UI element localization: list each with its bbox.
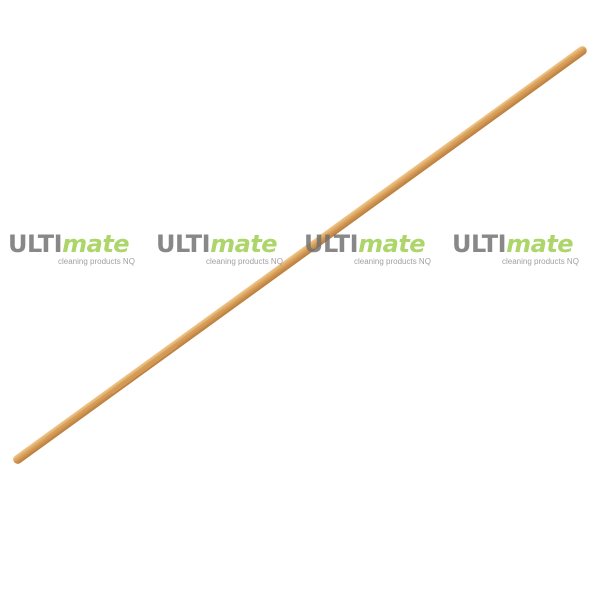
watermark-tagline: cleaning products NQ <box>58 257 135 266</box>
watermark-brand-mate: mate <box>358 230 426 258</box>
watermark-brand-ulti: ULTI <box>8 230 63 258</box>
watermark-brand: ULTImate <box>304 230 426 258</box>
watermark-logo: ULTImate cleaning products NQ <box>150 230 300 270</box>
watermark-tagline: cleaning products NQ <box>206 257 283 266</box>
watermark-brand-mate: mate <box>62 230 130 258</box>
watermark-brand: ULTImate <box>452 230 574 258</box>
watermark-brand-mate: mate <box>506 230 574 258</box>
broom-handle <box>13 46 587 464</box>
watermark-logo: ULTImate cleaning products NQ <box>2 230 152 270</box>
watermark-logo: ULTImate cleaning products NQ <box>446 230 596 270</box>
watermark-logo: ULTImate cleaning products NQ <box>298 230 448 270</box>
watermark-tagline: cleaning products NQ <box>502 257 579 266</box>
watermark-brand-ulti: ULTI <box>452 230 507 258</box>
watermark-brand: ULTImate <box>8 230 130 258</box>
watermark-tagline: cleaning products NQ <box>354 257 431 266</box>
watermark-brand-mate: mate <box>210 230 278 258</box>
watermark-brand-ulti: ULTI <box>156 230 211 258</box>
watermark-brand-ulti: ULTI <box>304 230 359 258</box>
watermark-brand: ULTImate <box>156 230 278 258</box>
